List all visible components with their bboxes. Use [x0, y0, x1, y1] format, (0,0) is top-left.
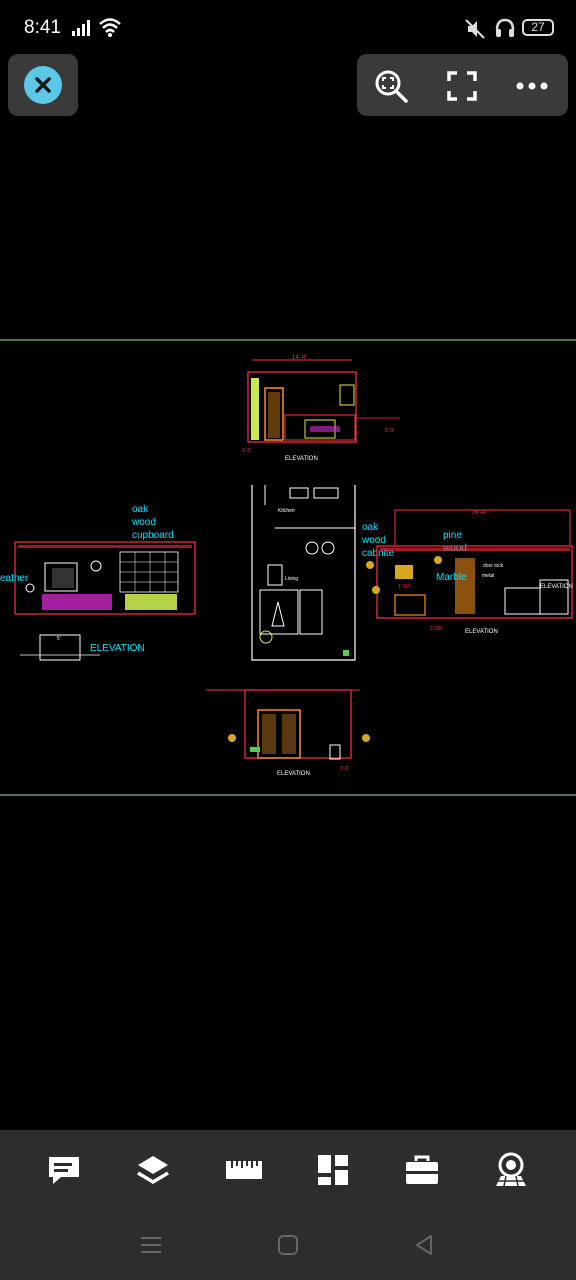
bottom-elevation: ELEVATION 3'-5" [206, 689, 370, 777]
mute-icon [465, 19, 485, 39]
fullscreen-button[interactable] [444, 68, 480, 104]
floor-plan: Kitchen Living [251, 485, 356, 661]
dim-top-left: 1'-6" [242, 448, 252, 454]
comment-icon [49, 1157, 79, 1184]
status-time: 8:41 [24, 17, 61, 38]
nav-recents-button[interactable] [131, 1228, 171, 1262]
label-pine-wood-1: pine [443, 530, 462, 541]
ruler-icon [226, 1161, 262, 1179]
zoom-fit-icon [375, 70, 408, 103]
label-leather: eather [0, 573, 29, 584]
dim-bottom-right: 3'-5" [340, 766, 350, 772]
more-icon [516, 82, 548, 90]
layers-icon [137, 1156, 169, 1185]
dim-right-left: 1'-10" [398, 584, 411, 590]
3d-view-icon [496, 1152, 526, 1187]
label-oak-cabnite-2: wood [361, 535, 386, 546]
elevation-label-bottom: ELEVATION [277, 771, 310, 777]
layers-button[interactable] [133, 1150, 173, 1190]
comments-button[interactable] [44, 1150, 84, 1190]
battery-indicator: 27 [522, 19, 554, 36]
measure-button[interactable] [224, 1150, 264, 1190]
dim-right-bottom: 2'-10" [430, 626, 443, 632]
dim-top-right: 2'-9" [385, 428, 395, 434]
home-square-icon [278, 1235, 298, 1255]
signal-icon [72, 18, 121, 37]
label-metal: metal [482, 573, 494, 579]
close-icon [24, 66, 62, 104]
label-oak-cabnite-3: cabnite [362, 548, 395, 559]
fullscreen-icon [447, 71, 477, 101]
elevation-label-left: ELEVATION [90, 643, 145, 654]
dim-top-width: 14'-4" [292, 355, 307, 361]
label-oak-cupboard-3: cupboard [132, 530, 174, 541]
label-oak-cupboard-1: oak [132, 504, 149, 515]
elevation-label-right-edge: ELEVATION [540, 584, 573, 590]
room-label-living: Living [285, 576, 298, 582]
layout-button[interactable] [313, 1150, 353, 1190]
view3d-button[interactable] [491, 1150, 531, 1190]
top-elevation: 14'-4" ELEVATION 1'-6" 2'-9" [242, 355, 400, 462]
tools-button[interactable] [402, 1150, 442, 1190]
label-marble: Marble [436, 572, 467, 583]
right-elevation: 24'-4" oak wood cabnite pine wood Marble… [361, 509, 573, 635]
back-triangle-icon [416, 1235, 432, 1255]
headphone-icon [495, 18, 515, 37]
label-door-lock: door lock [483, 563, 504, 569]
more-button[interactable] [514, 68, 550, 104]
nav-back-button[interactable] [404, 1228, 444, 1262]
close-button[interactable] [8, 54, 78, 116]
dim-right-width: 24'-4" [472, 510, 487, 516]
menu-lines-icon [141, 1237, 161, 1253]
layout-icon [318, 1155, 348, 1185]
nav-home-button[interactable] [268, 1228, 308, 1262]
left-elevation: oak wood cupboard eather ELEVATION 5' [0, 504, 196, 661]
status-bar: 8:41 27 [0, 0, 576, 56]
label-oak-cabnite-1: oak [362, 522, 379, 533]
label-oak-cupboard-2: wood [131, 517, 156, 528]
zoom-fit-button[interactable] [373, 68, 409, 104]
elevation-label-top: ELEVATION [285, 456, 318, 462]
toolbox-icon [406, 1155, 438, 1184]
bottom-toolbar [0, 1130, 576, 1280]
dim-left-5: 5' [57, 636, 61, 642]
top-toolbar [357, 54, 568, 116]
drawing-canvas[interactable]: 14'-4" ELEVATION 1'-6" 2'-9" Kitchen Liv… [0, 338, 576, 798]
elevation-label-right: ELEVATION [465, 629, 498, 635]
room-label-kitchen: Kitchen [278, 508, 295, 514]
